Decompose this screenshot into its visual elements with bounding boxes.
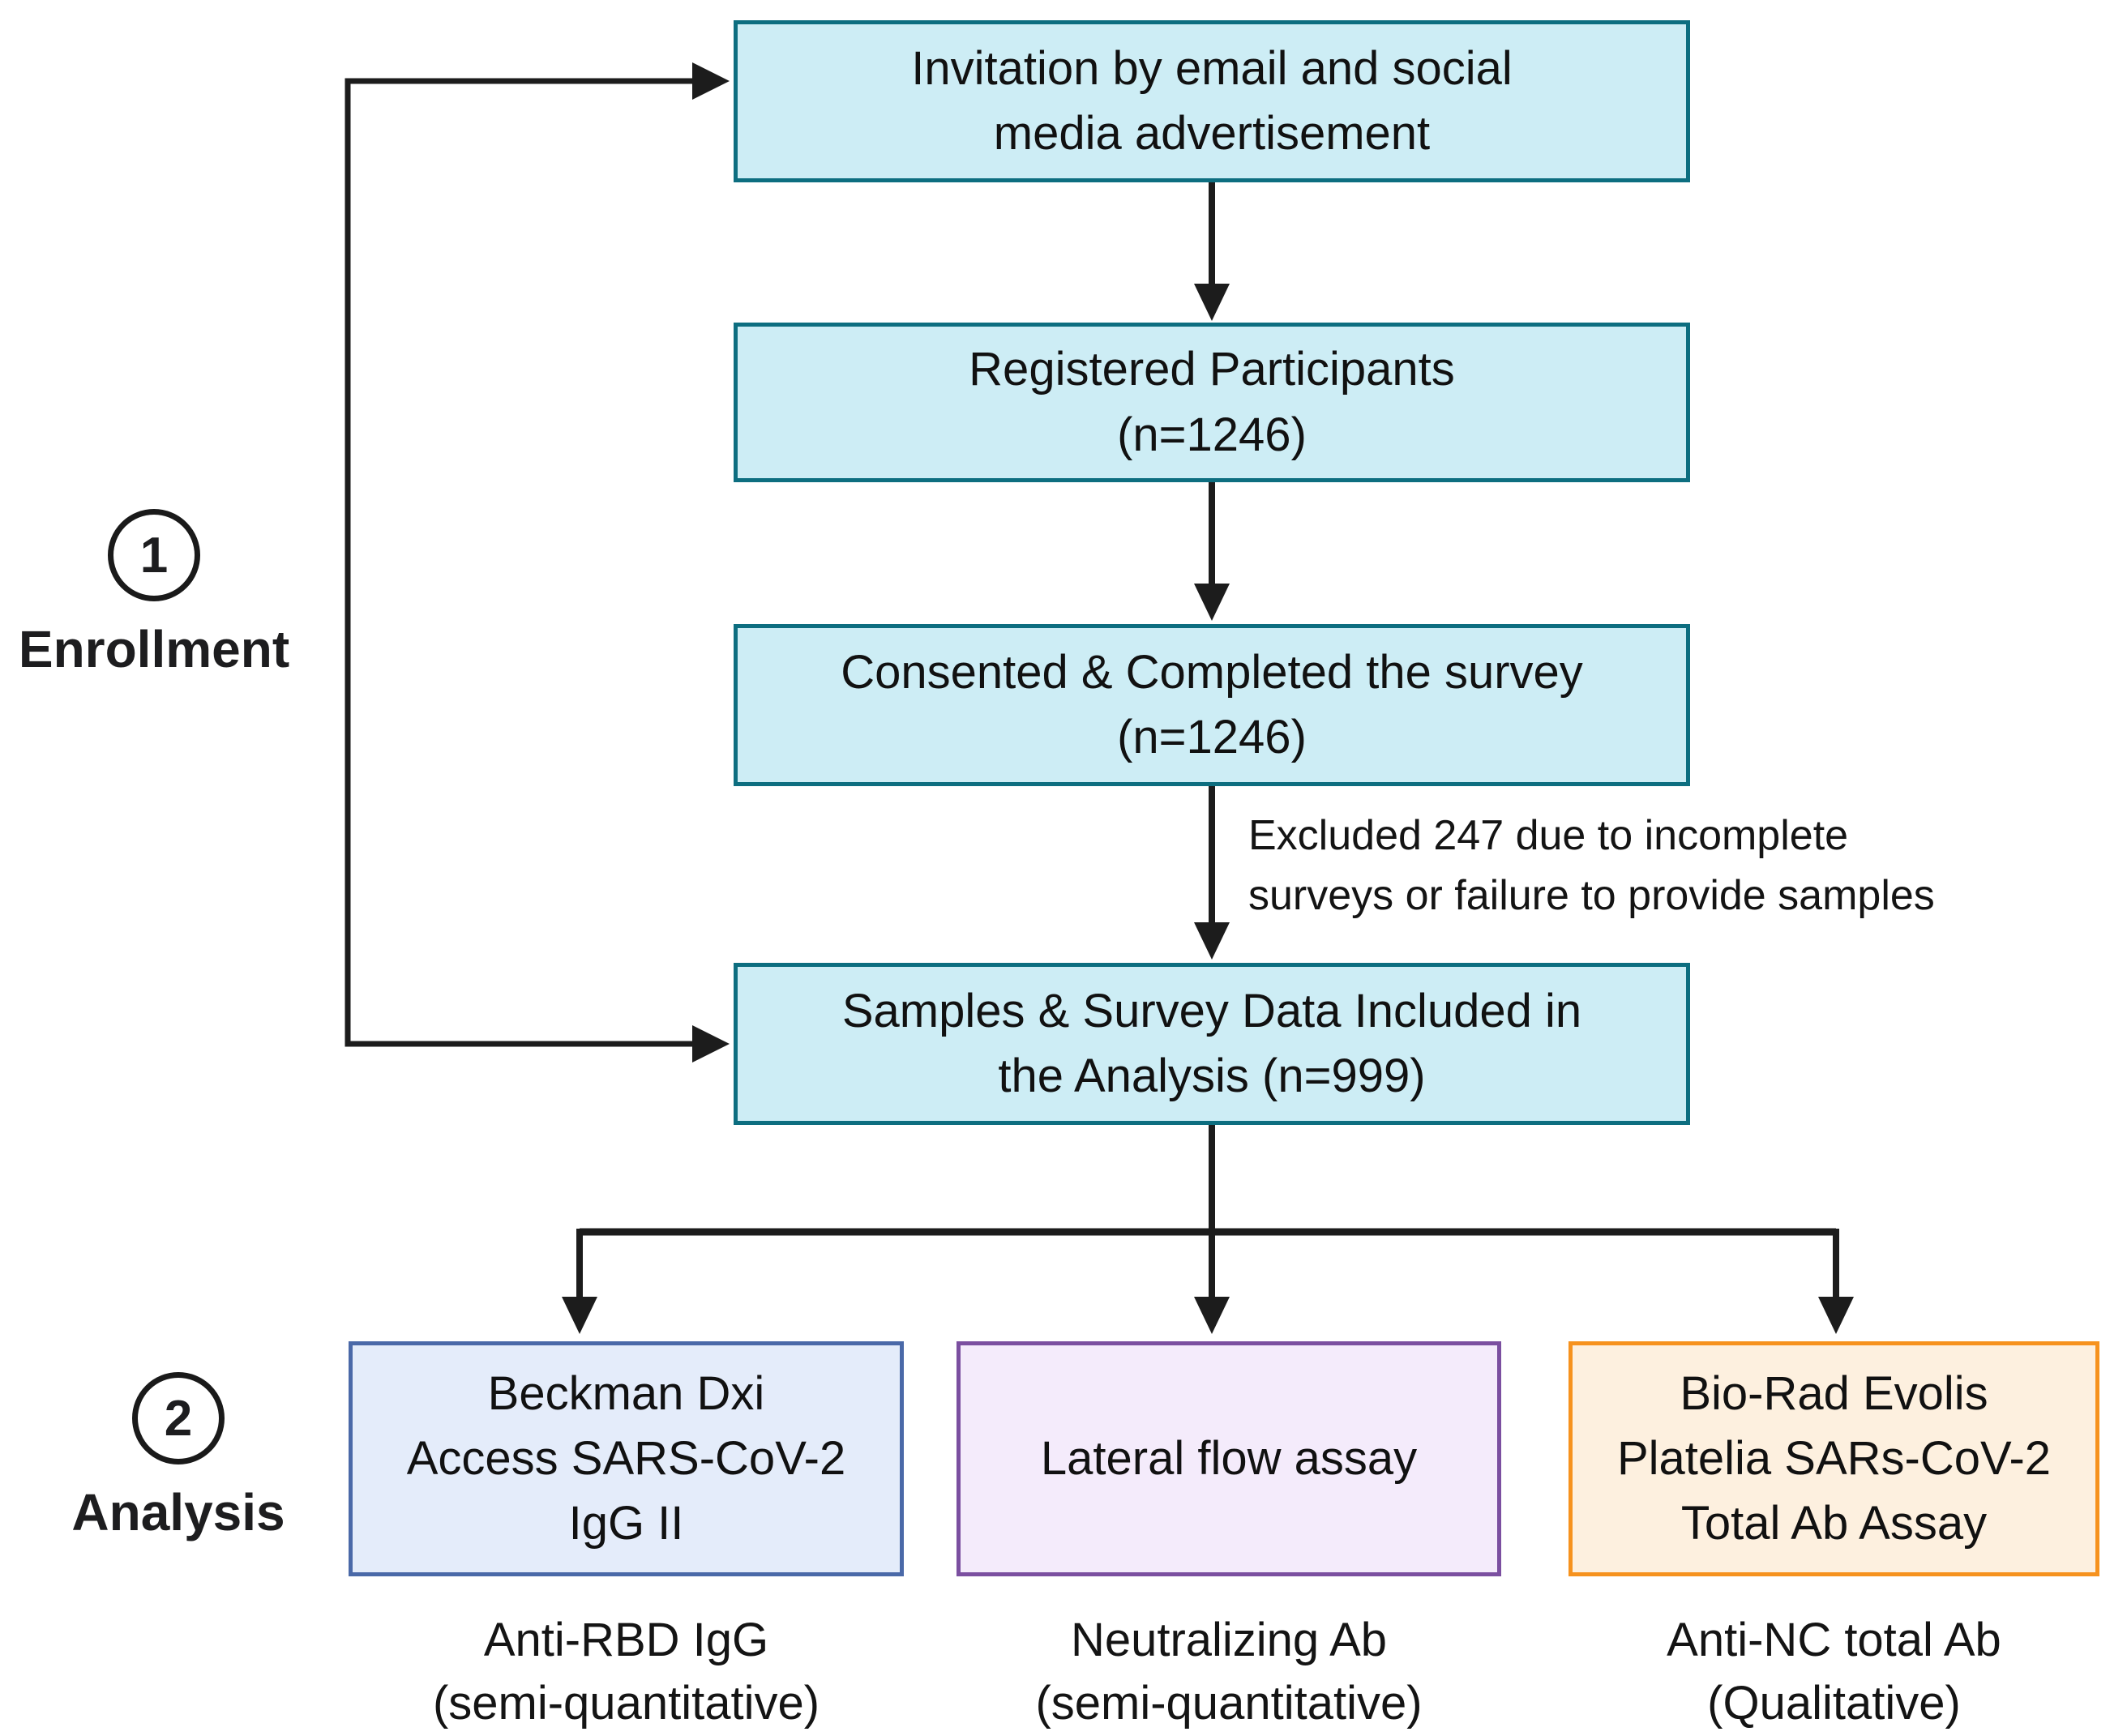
assay-box-biorad: Bio-Rad Evolis Platelia SARs-CoV-2 Total… (1569, 1341, 2099, 1576)
flow-box-registered: Registered Participants (n=1246) (734, 323, 1690, 482)
feedback-bracket-line (345, 78, 692, 1047)
arrowhead-assay-right (1818, 1297, 1854, 1334)
assay-box-lateral-flow: Lateral flow assay (957, 1341, 1501, 1576)
assay-box-beckman: Beckman Dxi Access SARS-CoV-2 IgG II (349, 1341, 904, 1576)
stage-1-number: 1 (139, 527, 169, 584)
arrowhead-registered (1194, 284, 1230, 321)
arrowhead-samples (1194, 922, 1230, 960)
assay-caption-anti-nc: Anti-NC total Ab (Qualitative) (1667, 1614, 2001, 1730)
flow-box-samples: Samples & Survey Data Included in the An… (734, 963, 1690, 1125)
flow-box-consented-text: Consented & Completed the survey (n=1246… (841, 645, 1583, 763)
arrowhead-into-samples (692, 1025, 730, 1063)
arrowhead-assay-left (562, 1297, 597, 1334)
flow-box-registered-text: Registered Participants (n=1246) (969, 343, 1455, 461)
arrowhead-into-invitation (692, 62, 730, 100)
arrowhead-consented (1194, 584, 1230, 621)
assay-box-lateral-flow-text: Lateral flow assay (1040, 1431, 1418, 1485)
flow-box-consented: Consented & Completed the survey (n=1246… (734, 624, 1690, 786)
stage-2-number: 2 (164, 1390, 193, 1447)
stage-2-number-badge: 2 (132, 1372, 225, 1464)
stage-1-number-badge: 1 (108, 509, 200, 601)
arrowhead-assay-center (1194, 1297, 1230, 1334)
stage-analysis: 2 Analysis (45, 1372, 312, 1542)
assay-caption-anti-rbd: Anti-RBD IgG (semi-quantitative) (432, 1614, 820, 1730)
stage-enrollment: 1 Enrollment (18, 509, 290, 679)
stage-1-label: Enrollment (18, 620, 290, 678)
flow-box-samples-text: Samples & Survey Data Included in the An… (841, 984, 1582, 1102)
exclusion-note: Excluded 247 due to incomplete surveys o… (1248, 812, 1935, 919)
flow-box-invitation: Invitation by email and social media adv… (734, 20, 1690, 182)
stage-2-label: Analysis (71, 1483, 285, 1541)
assay-caption-neutralizing: Neutralizing Ab (semi-quantitative) (1035, 1614, 1423, 1730)
assay-box-beckman-text: Beckman Dxi Access SARS-CoV-2 IgG II (406, 1366, 846, 1550)
flow-box-invitation-text: Invitation by email and social media adv… (911, 41, 1513, 160)
assay-box-biorad-text: Bio-Rad Evolis Platelia SARs-CoV-2 Total… (1616, 1366, 2052, 1550)
